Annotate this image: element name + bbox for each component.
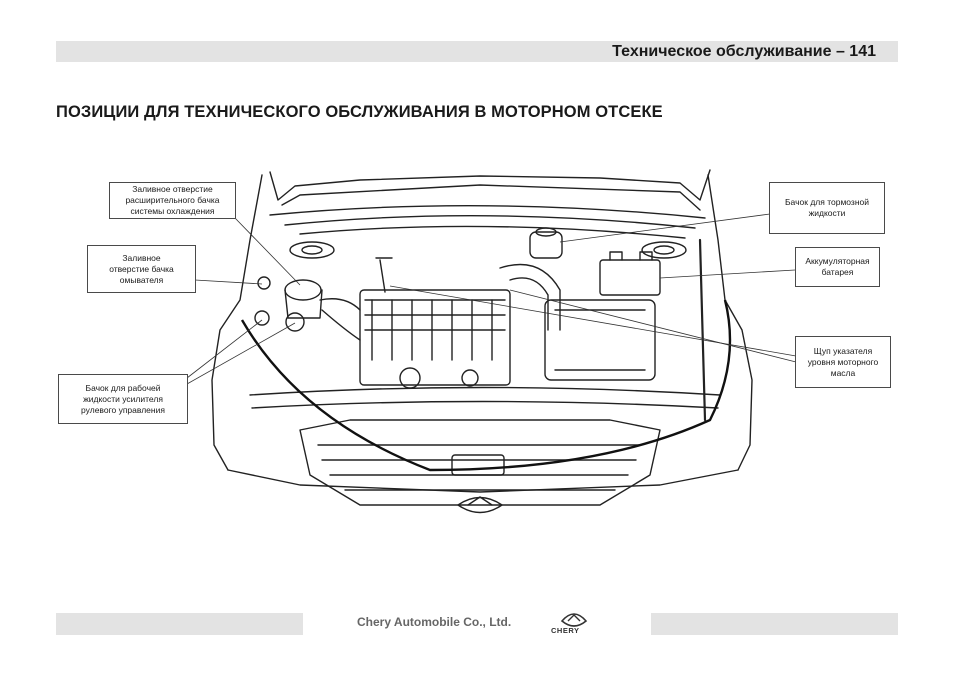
callout-dipstick-line-1: Щуп указателя bbox=[813, 345, 873, 356]
callout-coolant-filler: Заливное отверстие расширительного бачка… bbox=[109, 182, 236, 219]
callout-washer-filler: Заливное отверстие бачка омывателя bbox=[87, 245, 196, 293]
footer-company: Chery Automobile Co., Ltd. bbox=[357, 615, 512, 629]
callout-oil-dipstick: Щуп указателя уровня моторного масла bbox=[795, 336, 891, 388]
callout-coolant-line-1: Заливное отверстие bbox=[132, 184, 213, 194]
callout-dipstick-line-3: масла bbox=[830, 367, 856, 378]
chery-logo-icon bbox=[560, 613, 588, 627]
callout-brake-line-1: Бачок для тормозной bbox=[784, 197, 870, 207]
page-header-title: Техническое обслуживание – 141 bbox=[612, 43, 876, 60]
callout-power-steering-reservoir: Бачок для рабочей жидкости усилителя рул… bbox=[58, 374, 188, 424]
callout-coolant-line-2: расширительного бачка bbox=[125, 195, 220, 205]
footer-bar-right bbox=[651, 613, 898, 635]
callout-washer-line-2: отверстие бачка bbox=[109, 263, 174, 274]
callout-washer-line-3: омывателя bbox=[119, 274, 164, 285]
callout-battery-line-1: Аккумуляторная bbox=[805, 256, 870, 266]
callout-ps-line-3: рулевого управления bbox=[81, 404, 165, 415]
callout-brake-line-2: жидкости bbox=[808, 208, 846, 218]
callout-dipstick-line-2: уровня моторного bbox=[807, 356, 879, 367]
footer-bar-left bbox=[56, 613, 303, 635]
section-title: ПОЗИЦИИ ДЛЯ ТЕХНИЧЕСКОГО ОБСЛУЖИВАНИЯ В … bbox=[56, 103, 663, 121]
header-bar: Техническое обслуживание – 141 bbox=[56, 41, 898, 62]
callout-ps-line-2: жидкости усилителя bbox=[83, 393, 163, 404]
callout-battery-line-2: батарея bbox=[821, 267, 854, 277]
callout-battery: Аккумуляторная батарея bbox=[795, 247, 880, 287]
footer-brand: CHERY bbox=[551, 626, 580, 635]
callout-washer-line-1: Заливное bbox=[122, 252, 161, 263]
callout-brake-fluid-reservoir: Бачок для тормозной жидкости bbox=[769, 182, 885, 234]
callout-ps-line-1: Бачок для рабочей bbox=[85, 382, 161, 393]
callout-coolant-line-3: системы охлаждения bbox=[130, 206, 215, 216]
